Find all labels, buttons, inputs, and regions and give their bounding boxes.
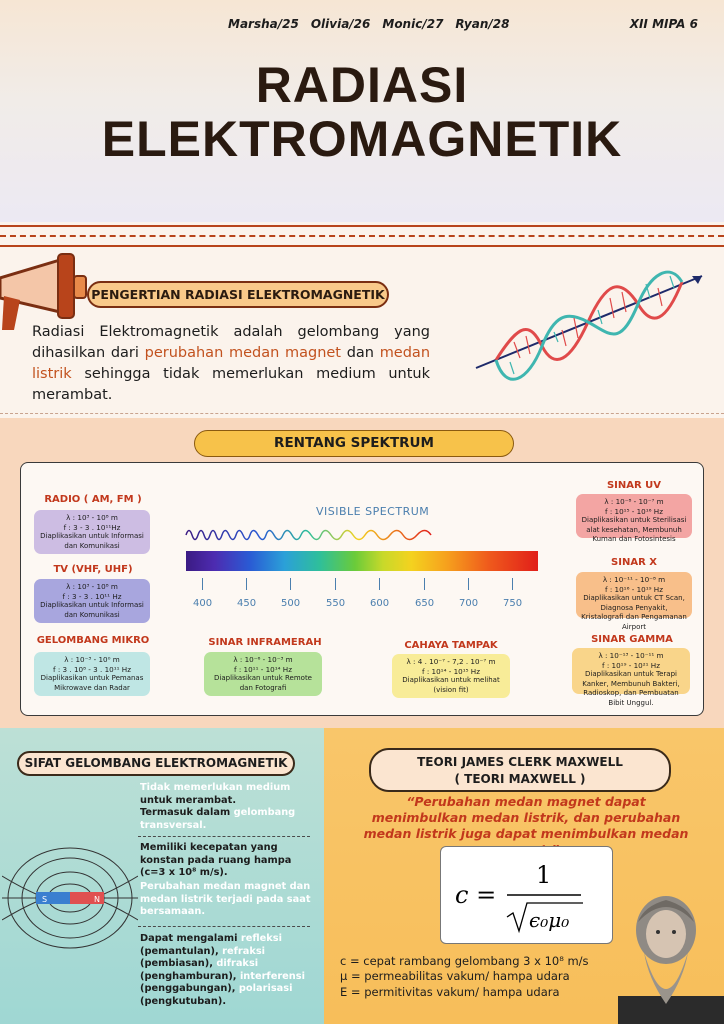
tick bbox=[468, 578, 469, 590]
tick bbox=[424, 578, 425, 590]
divider bbox=[138, 836, 310, 837]
microwave-title: GELOMBANG MIKRO bbox=[36, 635, 150, 646]
sifat-heading: SIFAT GELOMBANG ELEKTROMAGNETIK bbox=[17, 751, 295, 776]
sifat-point-3: Perubahan medan magnet dan medan listrik… bbox=[140, 881, 311, 917]
tick-label: 400 bbox=[193, 598, 213, 609]
tick-label: 750 bbox=[503, 598, 523, 609]
magnet-field-diagram: S N bbox=[2, 847, 138, 949]
author-name: Ryan/28 bbox=[455, 17, 510, 31]
sifat-section bbox=[0, 728, 324, 1024]
magnet-south bbox=[36, 892, 70, 904]
em-wave-illustration bbox=[475, 270, 703, 381]
visible-light-title: CAHAYA TAMPAK bbox=[404, 640, 498, 651]
visible-spectrum-label: VISIBLE SPECTRUM bbox=[316, 505, 430, 518]
maxwell-heading: TEORI JAMES CLERK MAXWELL( TEORI MAXWELL… bbox=[369, 748, 671, 792]
maxwell-quote: “Perubahan medan magnet dapat menimbulka… bbox=[363, 794, 689, 857]
infrared-title: SINAR INFRAMERAH bbox=[208, 637, 322, 648]
svg-text:c =: c = bbox=[455, 881, 496, 909]
tick-label: 600 bbox=[370, 598, 390, 609]
divider bbox=[138, 926, 310, 927]
tick bbox=[335, 578, 336, 590]
page-title-line2: ELEKTROMAGNETIK bbox=[101, 111, 623, 167]
header-background bbox=[0, 0, 724, 222]
tv-title: TV (VHF, UHF) bbox=[53, 564, 133, 575]
tick-label: 450 bbox=[237, 598, 257, 609]
xray-title: SINAR X bbox=[611, 557, 657, 568]
visible-spectrum-bar bbox=[186, 551, 538, 571]
author-name: Monic/27 bbox=[382, 17, 444, 31]
uv-title: SINAR UV bbox=[606, 480, 662, 491]
tick bbox=[202, 578, 203, 590]
divider bbox=[0, 235, 724, 237]
tick-label: 500 bbox=[281, 598, 301, 609]
divider bbox=[0, 413, 724, 414]
class-label: XII MIPA 6 bbox=[629, 17, 698, 31]
author-name: Olivia/26 bbox=[310, 17, 371, 31]
author-names: Marsha/25 Olivia/26 Monic/27 Ryan/28 bbox=[228, 17, 509, 31]
legend-mu: μ = permeabilitas vakum/ hampa udara bbox=[340, 969, 570, 983]
spectrum-heading: RENTANG SPEKTRUM bbox=[194, 430, 514, 457]
author-name: Marsha/25 bbox=[228, 17, 299, 31]
tick bbox=[512, 578, 513, 590]
wavelength-wave-graphic bbox=[185, 529, 432, 541]
svg-text:1: 1 bbox=[536, 861, 551, 889]
svg-text:S: S bbox=[42, 895, 47, 904]
tick-label: 700 bbox=[459, 598, 479, 609]
svg-text:ϵ₀μ₀: ϵ₀μ₀ bbox=[529, 908, 569, 932]
sifat-point-2: Memiliki kecepatan yang konstan pada rua… bbox=[140, 842, 292, 878]
radio-title: RADIO ( AM, FM ) bbox=[44, 494, 142, 505]
maxwell-portrait bbox=[618, 896, 724, 1024]
maxwell-formula: c = 1 ϵ₀μ₀ bbox=[440, 846, 613, 944]
tick bbox=[379, 578, 380, 590]
tick bbox=[246, 578, 247, 590]
svg-text:N: N bbox=[94, 895, 100, 904]
page-title-line1: RADIASI bbox=[255, 57, 469, 113]
divider bbox=[0, 245, 724, 247]
gamma-title: SINAR GAMMA bbox=[591, 634, 673, 645]
megaphone-icon bbox=[0, 253, 87, 330]
sifat-point-4: Dapat mengalami refleksi (pemantulan), r… bbox=[140, 933, 305, 1007]
legend-c: c = cepat rambang gelombang 3 x 10⁸ m/s bbox=[340, 954, 589, 968]
tick-label: 650 bbox=[415, 598, 435, 609]
divider bbox=[0, 225, 724, 227]
legend-epsilon: E = permitivitas vakum/ hampa udara bbox=[340, 985, 560, 999]
tick bbox=[290, 578, 291, 590]
definition-text: Radiasi Elektromagnetik adalah gelombang… bbox=[32, 324, 431, 403]
tick-label: 550 bbox=[326, 598, 346, 609]
definition-heading: PENGERTIAN RADIASI ELEKTROMAGNETIK bbox=[87, 281, 389, 308]
magnet-north bbox=[70, 892, 104, 904]
